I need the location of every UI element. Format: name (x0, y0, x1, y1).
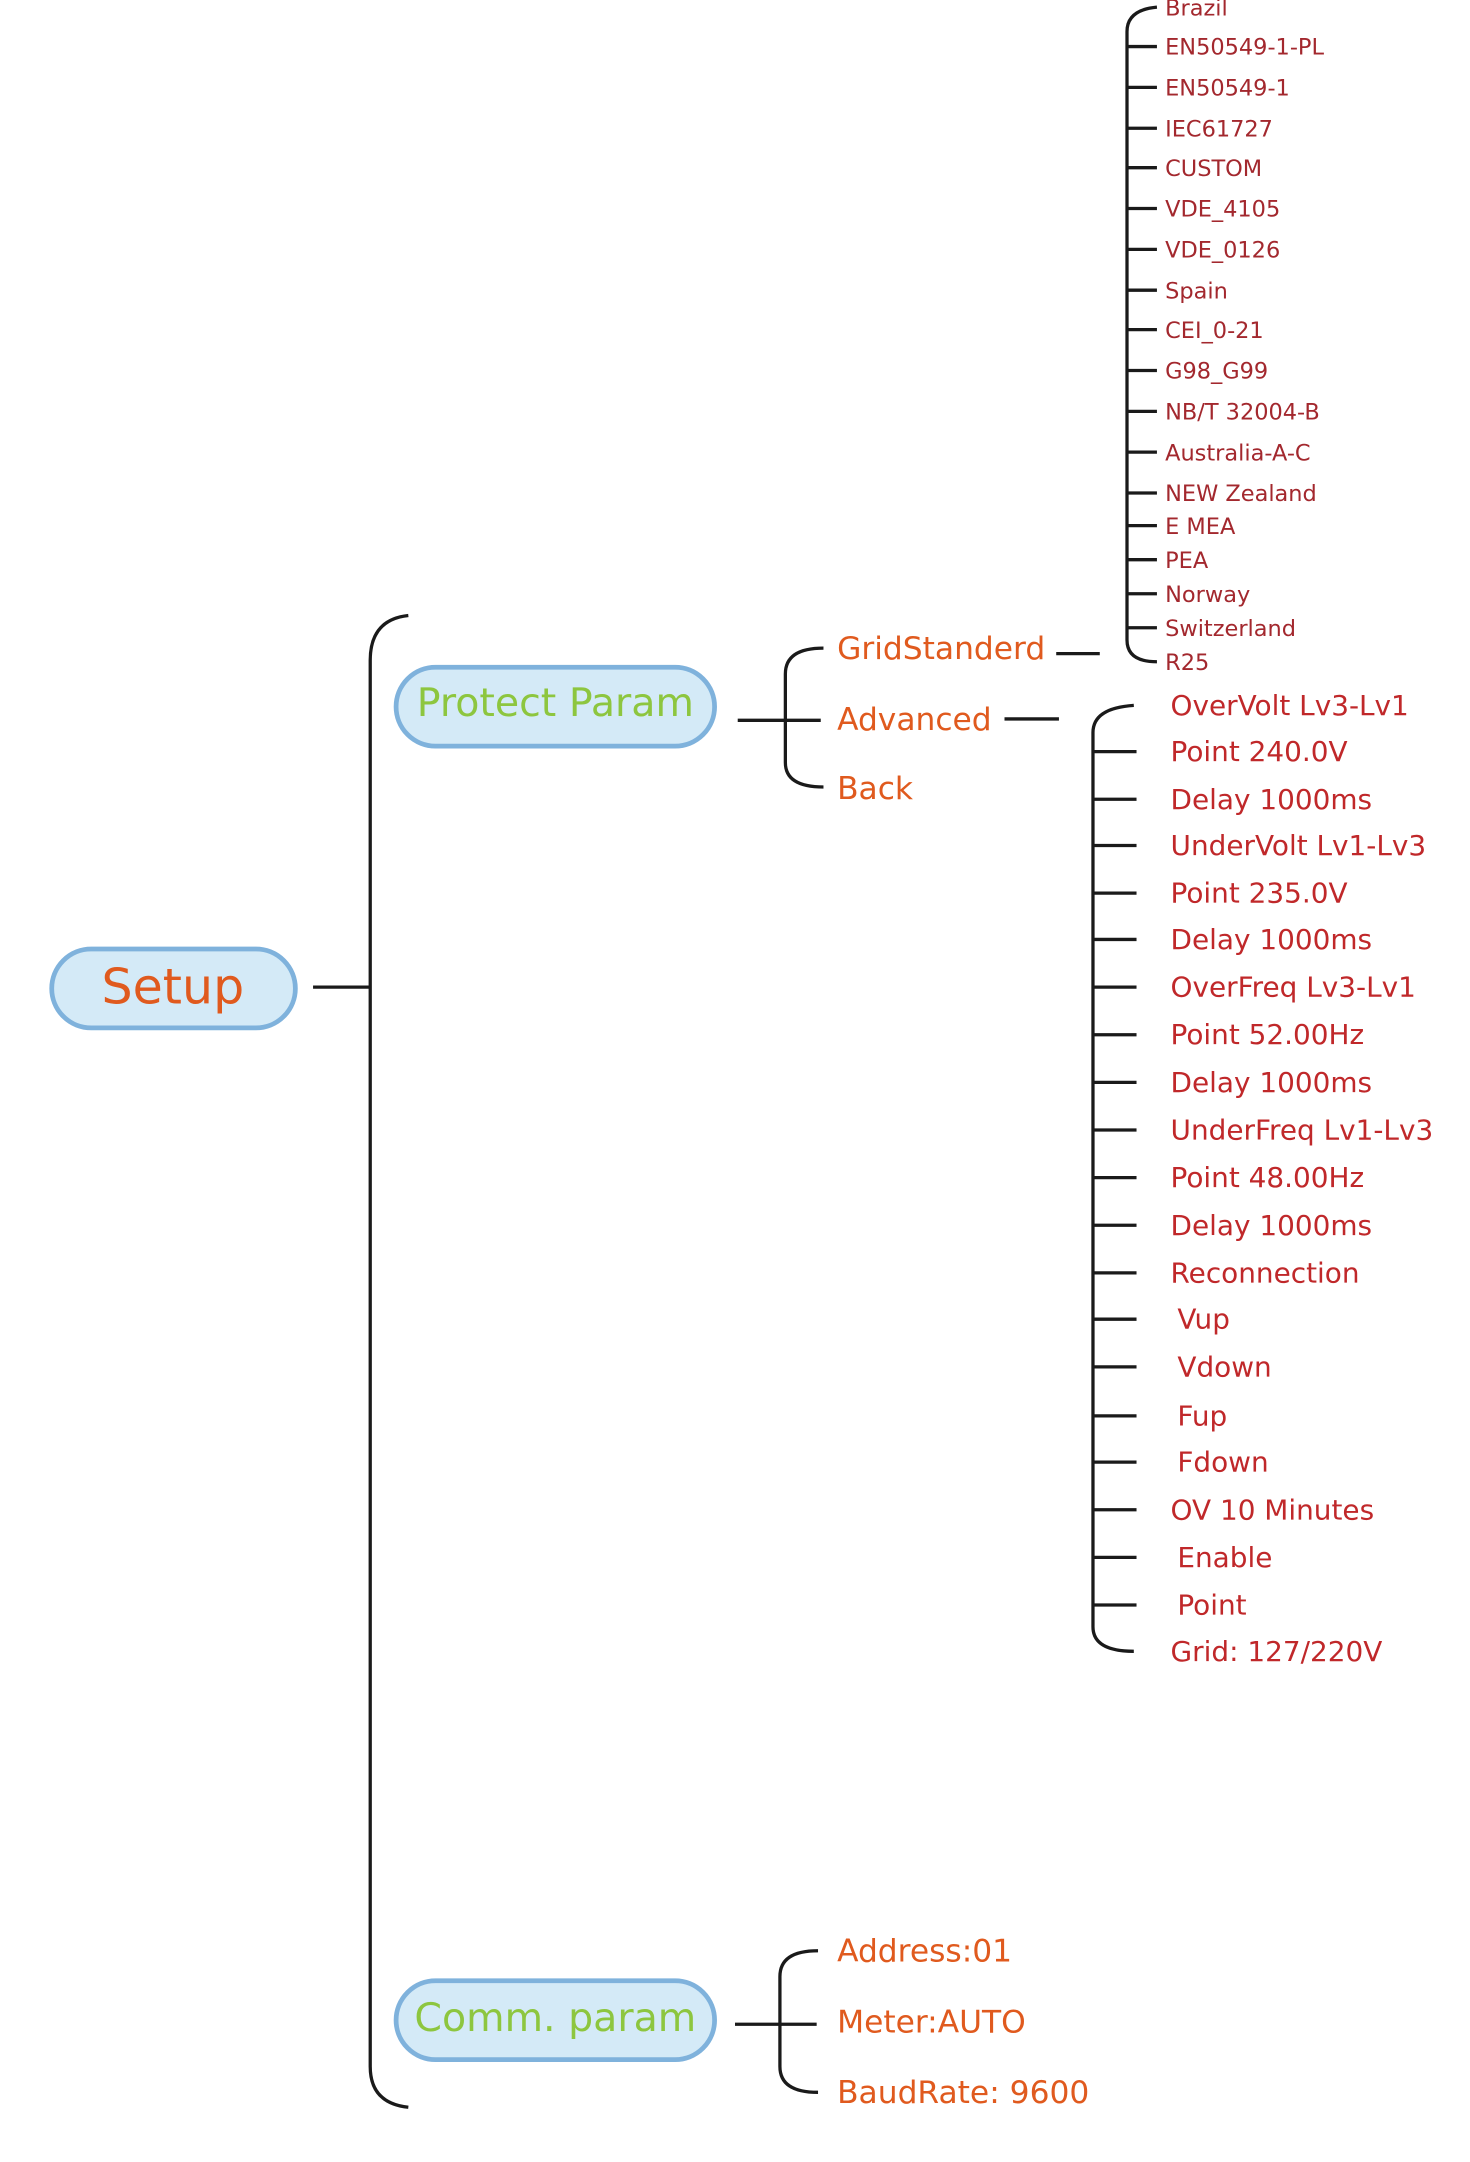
advanced-item[interactable]: OverFreq Lv3-Lv1 (1171, 971, 1416, 1004)
address-item[interactable]: Address:01 (837, 1934, 1012, 1970)
advanced-item[interactable]: UnderFreq Lv1-Lv3 (1171, 1114, 1434, 1147)
advanced-item[interactable]: Point 48.00Hz (1171, 1161, 1365, 1194)
grid-standard-item[interactable]: IEC61727 (1165, 116, 1273, 142)
advanced-item[interactable]: Advanced (837, 702, 992, 738)
grid-standard-item[interactable]: VDE_4105 (1165, 197, 1280, 223)
grid-standard-item[interactable]: PEA (1165, 548, 1209, 574)
grid-standard-item[interactable]: G98_G99 (1165, 359, 1268, 385)
grid-standard-item[interactable]: NB/T 32004-B (1165, 399, 1320, 425)
advanced-item[interactable]: UnderVolt Lv1-Lv3 (1171, 829, 1427, 862)
grid-standard-item[interactable]: E MEA (1165, 514, 1236, 540)
grid-standard-item[interactable]: VDE_0126 (1165, 238, 1280, 264)
comm-param-node[interactable]: Comm. param (393, 1978, 717, 2063)
grid-standard-bracket (1125, 5, 1158, 664)
advanced-item[interactable]: OverVolt Lv3-Lv1 (1171, 689, 1409, 722)
grid-standard-item[interactable]: Australia-A-C (1165, 440, 1310, 466)
advanced-item[interactable]: OV 10 Minutes (1171, 1493, 1375, 1526)
advanced-item[interactable]: Point 240.0V (1171, 735, 1348, 768)
setup-node[interactable]: Setup (49, 946, 298, 1031)
meter-item[interactable]: Meter:AUTO (837, 2004, 1026, 2040)
advanced-item[interactable]: Delay 1000ms (1171, 783, 1373, 816)
comm-bracket (778, 1949, 819, 2094)
advanced-item[interactable]: Point 52.00Hz (1171, 1018, 1365, 1051)
advanced-item[interactable]: Vdown (1177, 1350, 1271, 1383)
main-bracket (368, 613, 409, 2109)
grid-standard-item[interactable]: CUSTOM (1165, 156, 1262, 182)
protect-param-node[interactable]: Protect Param (393, 664, 717, 749)
advanced-item[interactable]: Delay 1000ms (1171, 1066, 1373, 1099)
grid-standard-item[interactable]: CEI_0-21 (1165, 318, 1264, 344)
advanced-bracket (1091, 703, 1134, 1653)
gridstanderd-item[interactable]: GridStanderd (837, 631, 1045, 667)
advanced-item[interactable]: Reconnection (1171, 1256, 1360, 1289)
grid-standard-item[interactable]: Spain (1165, 278, 1228, 304)
advanced-item[interactable]: Delay 1000ms (1171, 1209, 1373, 1242)
grid-standard-item[interactable]: Switzerland (1165, 616, 1296, 642)
grid-standard-item[interactable]: Brazil (1165, 0, 1228, 21)
advanced-item[interactable]: Grid: 127/220V (1171, 1635, 1383, 1668)
protect-bracket (783, 646, 824, 789)
grid-standard-item[interactable]: EN50549-1 (1165, 76, 1290, 102)
advanced-item[interactable]: Fdown (1177, 1446, 1268, 1479)
protect-param-label: Protect Param (417, 680, 694, 726)
advanced-item[interactable]: Enable (1177, 1541, 1272, 1574)
grid-standard-item[interactable]: NEW Zealand (1165, 481, 1317, 507)
advanced-item[interactable]: Vup (1177, 1303, 1230, 1336)
advanced-item[interactable]: Point (1177, 1589, 1246, 1622)
baudrate-item[interactable]: BaudRate: 9600 (837, 2075, 1089, 2111)
comm-param-label: Comm. param (414, 1995, 696, 2041)
advanced-item[interactable]: Delay 1000ms (1171, 923, 1373, 956)
grid-standard-item[interactable]: R25 (1165, 650, 1209, 676)
setup-label: Setup (102, 958, 245, 1015)
grid-standard-item[interactable]: EN50549-1-PL (1165, 35, 1324, 61)
grid-standard-item[interactable]: Norway (1165, 582, 1250, 608)
back-item[interactable]: Back (837, 771, 914, 807)
advanced-item[interactable]: Point 235.0V (1171, 877, 1348, 910)
advanced-item[interactable]: Fup (1177, 1399, 1227, 1432)
